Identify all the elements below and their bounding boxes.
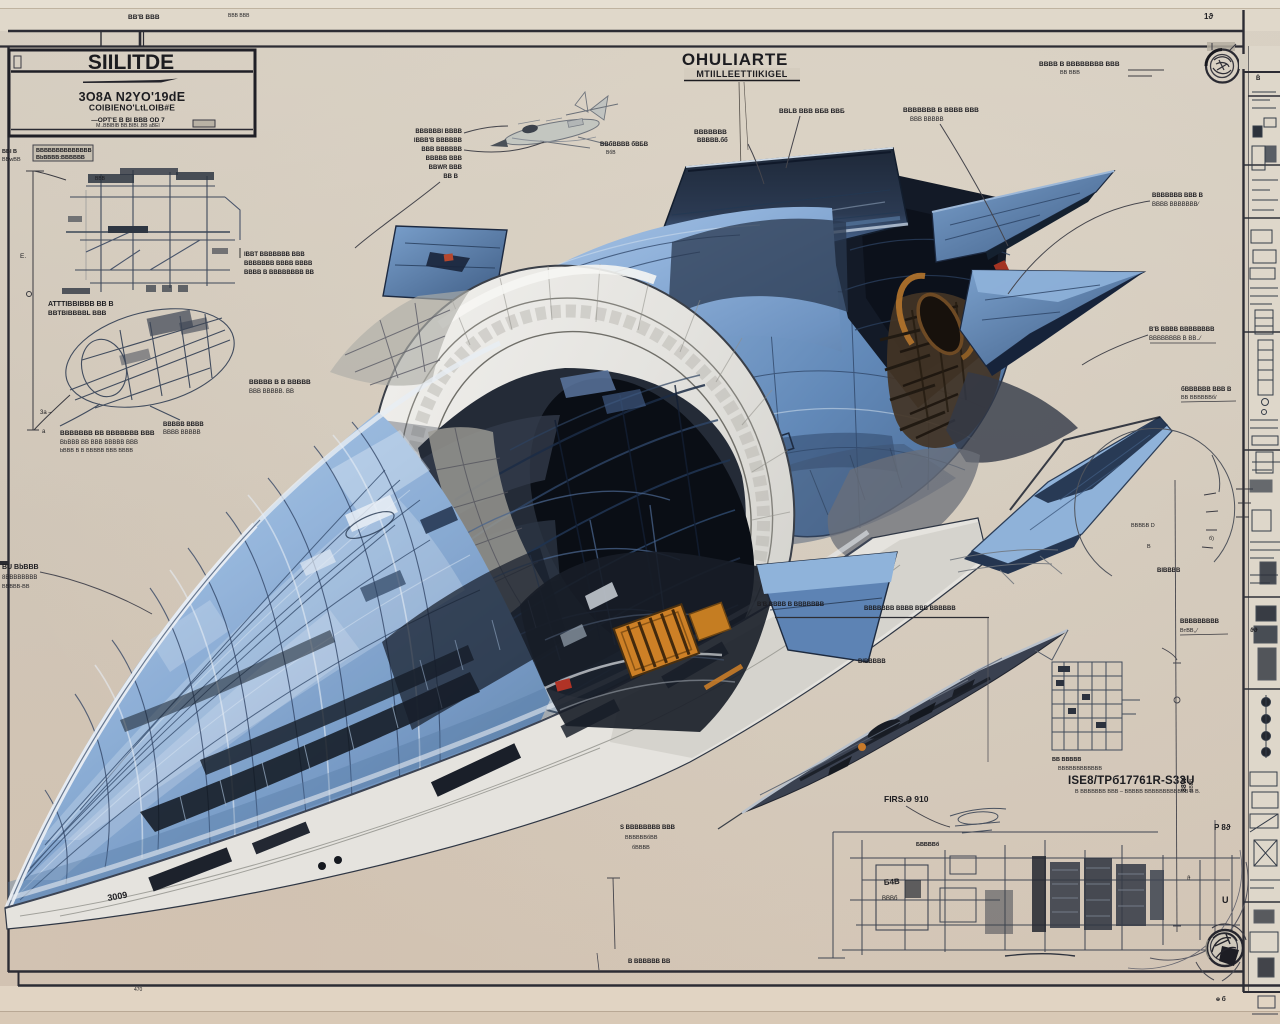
svg-text:BBBБB D: BBBБB D [1131,523,1155,529]
svg-text:3a ‒: 3a ‒ [40,410,52,416]
svg-text:BbBBB BB BBB BBBBB BBB: BbBBB BB BBB BBBBB BBB [60,440,138,446]
svg-text:BBBBBBB BBB B: BBBBBBB BBB B [1152,193,1204,199]
svg-text:BBBBB BBB: BBBBB BBB [426,156,463,162]
svg-text:BBBBB BBBB: BBBBB BBBB [163,422,204,428]
svg-text:OHULIARTE: OHULIARTE [682,50,788,69]
svg-text:BBбBBBB бBБB: BBбBBBB бBБB [600,141,649,148]
svg-text:BтBB,,⁄: BтBB,,⁄ [1180,628,1199,634]
svg-text:P 8ϑ: P 8ϑ [1214,823,1231,832]
svg-text:BBBB B BBBBBBBB BB: BBBB B BBBBBBBB BB [244,270,315,276]
svg-text:B: B [1147,544,1151,550]
svg-text:BBBB B BBBBBBBB BBB: BBBB B BBBBBBBB BBB [1039,61,1120,68]
svg-text:ө б: ө б [1216,995,1226,1003]
svg-text:BBBBBBбBB: BBBBBBбBB [625,835,658,841]
svg-text:88W: 88W [1181,777,1188,792]
svg-text:BBBBBBBBBBBB: BBBBBBBBBBBB [1058,766,1102,772]
svg-text:BB BBBBBBб/: BB BBBBBBб/ [1181,395,1217,401]
svg-text:BбB: BбB [606,150,616,156]
svg-text:BBBBB.бб: BBBBB.бб [697,137,728,144]
svg-text:бBBBB: бBBBB [632,845,650,851]
svg-text:BIBBBB: BIBBBB [1157,568,1181,574]
svg-text:BBBB: BBBB [1189,778,1195,792]
svg-text:BBB BBBBB: BBB BBBBB [910,117,944,123]
svg-text:BBBBBBB B BBBB BBB: BBBBBBB B BBBB BBB [903,107,979,114]
svg-text:BBBBB-BB: BBBBB-BB [2,584,30,590]
svg-text:1ϑ: 1ϑ [1204,12,1213,21]
svg-text:B'B BBBB BBBBBBBB: B'B BBBB BBBBBBBB [1149,327,1215,333]
svg-text:ATTTIBBIBBB BB B: ATTTIBBIBBB BB B [48,301,114,308]
svg-text:BBWR BBB: BBWR BBB [429,165,463,171]
svg-text:BBB BBBBB. BB: BBB BBBBB. BB [249,389,294,395]
svg-text:BBwBB: BBwBB [2,157,21,163]
svg-text:B BBBBBBB BBB – BBBBB BBBBBBBB: B BBBBBBB BBB – BBBBB BBBBBBBBBBBB B B. [1075,789,1201,795]
svg-text:BBB: BBB [95,176,106,182]
svg-text:—OPT'E B BI BBB OD 7: —OPT'E B BI BBB OD 7 [91,117,165,124]
svg-text:BBBBBBB: BBBBBBB [694,129,727,136]
svg-text:B BBBBBB BB: B BBBBBB BB [628,959,671,965]
svg-text:8BBBBBBBB: 8BBBBBBBB [2,575,37,581]
svg-text:бBBBBBB BBB B: бBBBBBB BBB B [1181,386,1232,393]
svg-text:BBBB BBBBBBB⁄: BBBB BBBBBBB⁄ [1152,202,1200,208]
svg-text:BBTBIBBBBL BBB: BBTBIBBBBL BBB [48,310,107,317]
svg-text:M..BBIBIB BB.BIBI..BB aBEI: M..BBIBIB BB.BIBI..BB aBEI [96,123,160,129]
svg-text:БBBBBб: БBBBBб [916,841,940,848]
svg-text:BBB BBBBBB: BBB BBBBBB [421,147,462,153]
svg-text:BBBBBBBB B BB..⁄: BBBBBBBB B BB..⁄ [1149,336,1202,342]
svg-text:BbBBBB:BBBBBB: BbBBBB:BBBBBB [36,155,85,161]
svg-text:S BBBBBBBB BBB: S BBBBBBBB BBB [620,825,676,831]
svg-text:BBBб: BBBб [882,896,898,902]
svg-text:IBBB'B BBBBBB: IBBB'B BBBBBB [414,138,463,144]
svg-text:BBBBBBBBB: BBBBBBBBB [1180,619,1220,625]
svg-text:BBBBBBI BBBB: BBBBBBI BBBB [415,129,462,135]
svg-text:MTIILLEETTIIKIGEL: MTIILLEETTIIKIGEL [696,69,787,79]
svg-text:BBBBBBB BBBB BBBB: BBBBBBB BBBB BBBB [244,261,313,267]
svg-text:U: U [1222,895,1229,905]
svg-text:B'B BBBB B BBBBBBB: B'B BBBB B BBBBBBB [757,602,825,608]
svg-text:BBBB BBBBB: BBBB BBBBB [163,430,201,436]
svg-text:BBI B: BBI B [2,149,17,155]
svg-text:ISE8/TPб17761R-S33U: ISE8/TPб17761R-S33U [1068,775,1195,787]
svg-text:BBBBBBB BBBB BBB BBBBBB: BBBBBBB BBBB BBB BBBBBB [864,606,956,612]
svg-text:SIILITDE: SIILITDE [88,51,174,74]
svg-text:BB BBBBB: BB BBBBB [1052,757,1081,763]
svg-text:BBBBBBB BB BBBBBBB BBB: BBBBBBB BB BBBBBBB BBB [60,430,155,437]
svg-text:BBBBB B B BBBBB: BBBBB B B BBBBB [249,379,311,386]
svg-text:BB B: BB B [443,174,458,180]
svg-text:ϑ: ϑ [1187,876,1191,882]
svg-text:BBB BBB: BBB BBB [228,13,250,19]
svg-text:IBBT BBBBBBB BBB: IBBT BBBBBBB BBB [244,252,305,258]
svg-text:E.: E. [20,253,26,260]
svg-text:470: 470 [134,987,143,993]
svg-text:BBLB BBB BБB BBБ: BBLB BBB BБB BBБ [779,108,845,115]
svg-text:Б4B: Б4B [884,877,901,887]
svg-text:B̈: B̈ [1256,75,1261,82]
svg-text:3O8A N2YO'19dE: 3O8A N2YO'19dE [79,90,186,104]
svg-text:BB BBB: BB BBB [1060,70,1080,76]
svg-text:bBBB B B BBBBB BBB BBBB: bBBB B B BBBBB BBB BBBB [60,448,133,454]
svg-text:COIBIENO'LtLOIB#E: COIBIENO'LtLOIB#E [89,103,175,113]
svg-text:BU BbBBB: BU BbBBB [2,564,39,571]
svg-text:BB'B BBB: BB'B BBB [128,14,160,21]
svg-text:BBBBBBBBBBBBBB: BBBBBBBBBBBBBB [36,148,92,154]
svg-text:б): б) [1209,536,1214,542]
svg-text:BIBBBBB: BIBBBBB [858,659,886,665]
svg-text:a: a [42,429,46,435]
svg-text:ϑϑ: ϑϑ [1250,627,1258,634]
svg-text:3009: 3009 [107,890,128,903]
svg-text:FIRS.Ə 910: FIRS.Ə 910 [884,794,929,804]
